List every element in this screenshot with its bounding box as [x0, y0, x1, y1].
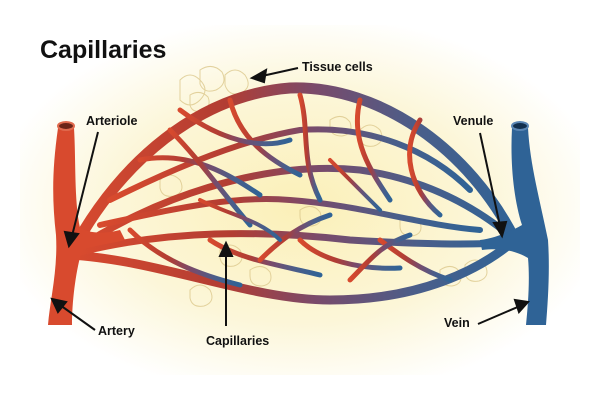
arrow-venule — [479, 132, 501, 227]
diagram-title: Capillaries — [40, 36, 167, 64]
capillary-network — [64, 82, 521, 305]
label-capillaries: Capillaries — [206, 334, 270, 348]
arrow-tissue-cells — [261, 67, 299, 77]
label-vein: Vein — [444, 316, 470, 330]
label-arrows — [50, 67, 530, 331]
arrow-vein — [477, 305, 521, 325]
label-tissue-cells: Tissue cells — [302, 60, 373, 74]
arrow-artery — [59, 304, 96, 331]
label-arteriole: Arteriole — [86, 114, 138, 128]
vein — [480, 121, 549, 325]
label-venule: Venule — [453, 114, 494, 128]
artery — [48, 121, 125, 325]
label-artery: Artery — [98, 324, 135, 338]
arrow-arteriole — [71, 131, 99, 237]
